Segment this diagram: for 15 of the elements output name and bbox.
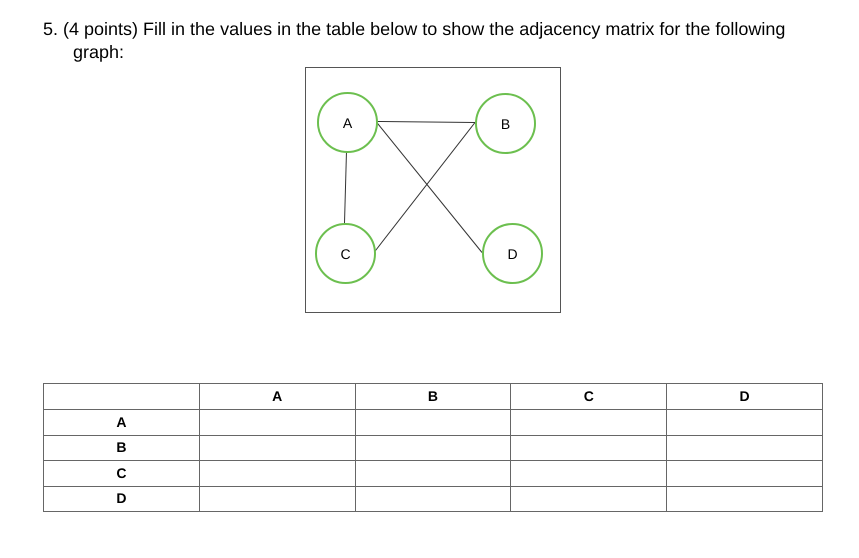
row-header: D	[44, 486, 200, 512]
graph-frame	[305, 67, 561, 313]
row-header: B	[44, 436, 200, 461]
node-label: A	[342, 116, 352, 130]
edge-line	[344, 150, 347, 224]
column-header: D	[667, 384, 823, 410]
row-header: A	[44, 410, 200, 436]
row-header: C	[44, 461, 200, 486]
column-header: B	[356, 384, 512, 410]
column-header: A	[200, 384, 356, 410]
column-header: C	[511, 384, 668, 410]
question-text: 5. (4 points) Fill in the values in the table below to show the adjacency matrix for the following graph:	[43, 18, 786, 64]
node-label: D	[507, 246, 518, 260]
node-label: C	[340, 246, 351, 260]
node-label: B	[500, 116, 510, 130]
